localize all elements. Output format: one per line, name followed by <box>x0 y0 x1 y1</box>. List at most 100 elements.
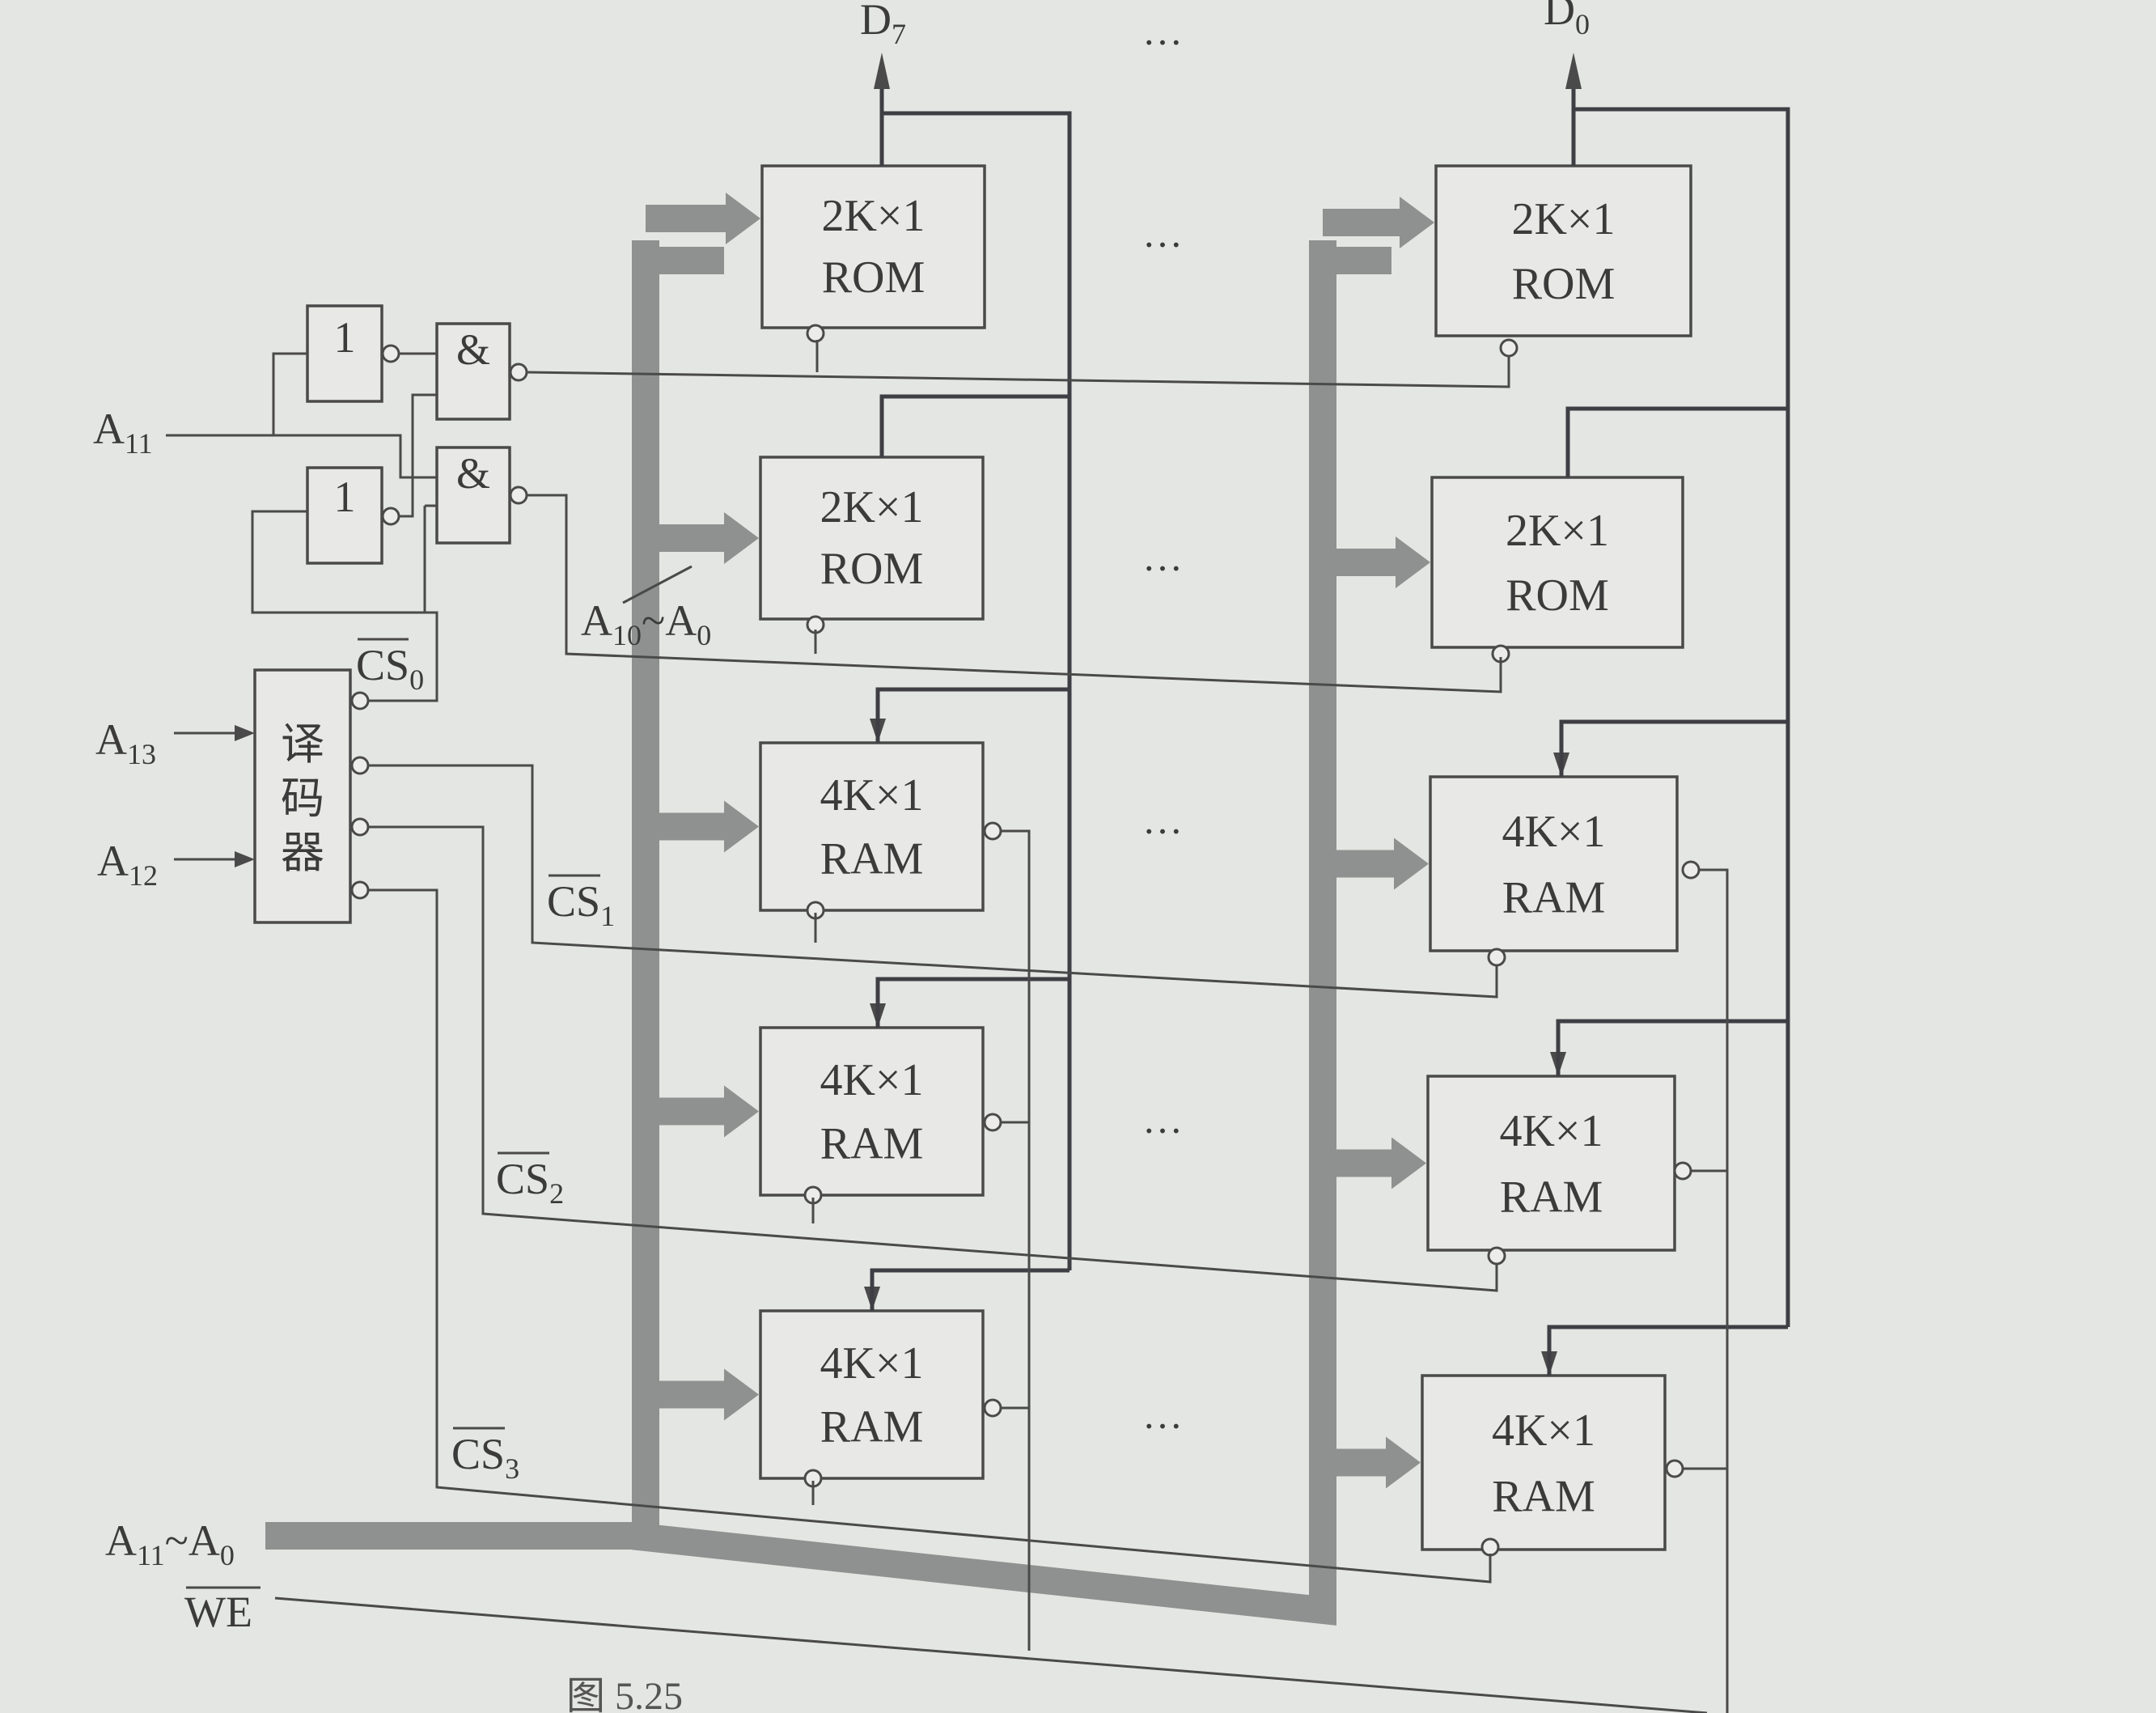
labels: D7 D0 … … … … … … A11 A13 A12 CS0 CS1 CS… <box>93 0 1590 1713</box>
a11-input-label: A11 <box>93 405 153 460</box>
bit0-chip-3-type: RAM <box>1502 873 1606 923</box>
cs2-label: CS2 <box>496 1155 564 1210</box>
data-lines-bit7 <box>870 53 1072 1311</box>
bit0-chip-4-we-bubble <box>1673 1161 1692 1181</box>
cs1-label: CS1 <box>547 877 615 932</box>
bit0-chip-1-size: 2K×1 <box>1511 194 1615 244</box>
bit7-chip-4-bus-arrow <box>724 1085 759 1138</box>
decoder: 译 码 器 <box>174 668 1498 1584</box>
bit0-chip-3-cs-bubble <box>1487 948 1506 967</box>
bit0-chip-5-size: 4K×1 <box>1492 1406 1595 1456</box>
bit0-chip-3-bus-arrow <box>1394 837 1429 890</box>
bit0-chip-4-type: RAM <box>1500 1172 1603 1223</box>
bit7-chip-2-type: ROM <box>820 544 924 594</box>
bit7-chip-4-we-bubble <box>983 1113 1002 1132</box>
not-gate-1-label: 1 <box>334 313 356 362</box>
bit7-chip-4-type: RAM <box>820 1118 924 1168</box>
figure-caption: 图 5.25 <box>566 1675 683 1713</box>
bit7-chip-1-size: 2K×1 <box>821 191 925 241</box>
bit7-chip-5-size: 4K×1 <box>820 1338 923 1389</box>
bit7-chip-1-box <box>760 164 986 329</box>
bit0-chip-1-type: ROM <box>1512 259 1616 309</box>
bit0-chip-5-type: RAM <box>1492 1472 1595 1522</box>
data-lines-bit0 <box>1547 53 1790 1376</box>
bit0-chip-4-cs-bubble <box>1487 1246 1506 1266</box>
decoder-label-line-3: 器 <box>281 829 324 877</box>
d7-output-arrow <box>874 53 890 89</box>
bit0-chip-3-we-bubble <box>1681 860 1701 880</box>
bit7-chip-5-box <box>759 1309 985 1480</box>
and-gate-1-bubble <box>509 363 528 382</box>
and-gate-2 <box>435 446 511 545</box>
bit0-chip-1-cs-bubble <box>1499 338 1519 358</box>
bit0-chip-1-bus-arrow <box>1400 197 1434 248</box>
cs3-label: CS3 <box>451 1430 519 1485</box>
row3-ellipsis: … <box>1142 797 1188 842</box>
bit7-chip-1-type: ROM <box>822 252 926 303</box>
bit7-chip-2-box <box>759 456 985 621</box>
row2-ellipsis: … <box>1142 534 1188 579</box>
bit0-chip-4-size: 4K×1 <box>1499 1106 1603 1156</box>
and-gate-1-label: & <box>456 325 490 374</box>
d0-output-label: D0 <box>1544 0 1590 40</box>
bit0-chip-2-box <box>1430 476 1684 649</box>
a13-input-label: A13 <box>95 715 156 770</box>
row1-ellipsis: … <box>1142 210 1188 256</box>
rom-address-label: A10~A0 <box>581 596 711 651</box>
bit0-chip-5-cs-bubble <box>1480 1537 1500 1557</box>
not-gate-2 <box>306 466 383 565</box>
and-gate-2-bubble <box>509 485 528 505</box>
bit7-chip-2-size: 2K×1 <box>820 482 923 532</box>
d0-output-arrow <box>1565 53 1582 89</box>
decoder-label-line-1: 译 <box>281 720 324 769</box>
bit7-chip-2-bus-arrow <box>724 512 759 564</box>
write-enable-label: WE <box>184 1588 252 1636</box>
decoder-out2-bubble <box>350 817 370 837</box>
a12-input-label: A12 <box>97 837 158 892</box>
bit7-chip-3-type: RAM <box>820 833 924 884</box>
bit7-chip-3-size: 4K×1 <box>820 770 923 820</box>
decoder-out3-bubble <box>350 880 370 900</box>
cs0-label: CS0 <box>356 641 424 696</box>
decoder-out1-bubble <box>350 756 370 775</box>
bit7-chip-5-type: RAM <box>820 1401 924 1452</box>
bit7-chip-1-bus-arrow <box>726 193 760 244</box>
decoder-label-line-2: 码 <box>281 774 324 823</box>
bit7-chip-1-cs-bubble <box>806 324 825 343</box>
bit0-chip-2-type: ROM <box>1506 570 1609 621</box>
bit7-chip-3-box <box>759 741 985 912</box>
bit7-chip-4-size: 4K×1 <box>820 1055 923 1105</box>
not-gate-1-bubble <box>381 344 400 363</box>
bit0-chip-2-bus-arrow <box>1396 536 1430 588</box>
bit0-chip-3-box <box>1429 775 1679 952</box>
not-gate-2-bubble <box>381 507 400 526</box>
bit0-chip-5-box <box>1421 1374 1667 1551</box>
a13-input-arrow <box>235 725 255 741</box>
rom-addr-slash <box>622 565 693 604</box>
d7-output-label: D7 <box>860 0 906 50</box>
decoder-out0-bubble <box>350 691 370 710</box>
not-gate-2-label: 1 <box>334 473 356 521</box>
a12-input-arrow <box>235 851 255 867</box>
decoder-box <box>253 668 352 924</box>
main-bus-label: A11~A0 <box>105 1516 235 1571</box>
write-enable-lines <box>274 829 1729 1713</box>
not-gate-1 <box>306 304 383 403</box>
bit0-chip-1-box <box>1434 164 1692 337</box>
top-ellipsis: … <box>1142 8 1188 53</box>
row5-ellipsis: … <box>1142 1392 1188 1437</box>
bit7-chip-3-we-bubble <box>983 821 1002 841</box>
bit0-chip-5-bus-arrow <box>1386 1436 1421 1489</box>
